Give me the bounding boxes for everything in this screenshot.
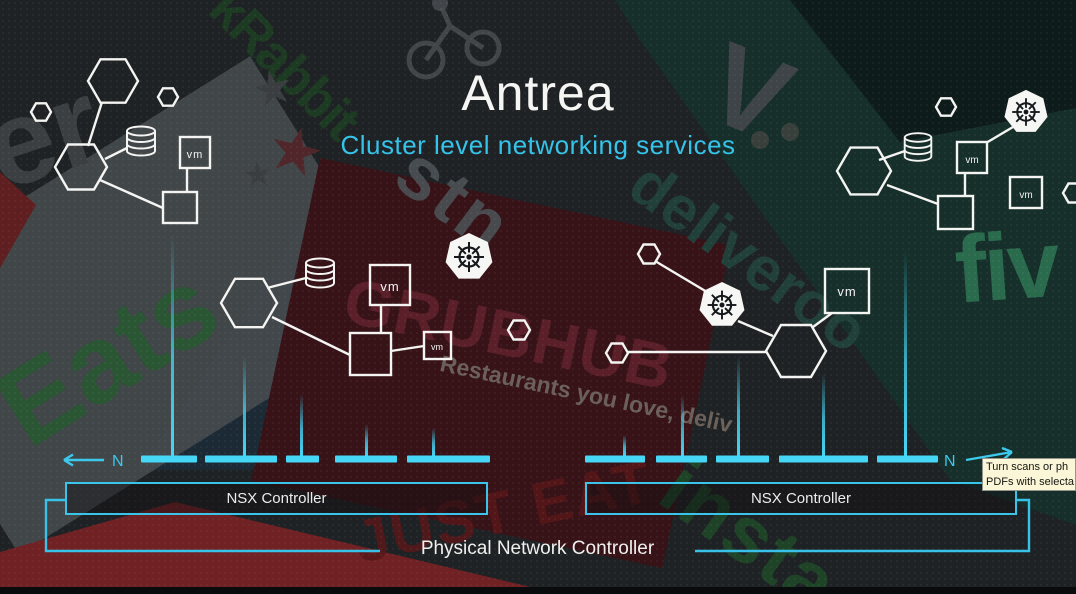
- kubernetes-icon: [444, 231, 494, 280]
- kubernetes-icon: [1003, 88, 1049, 133]
- n-label-right: N: [944, 453, 956, 470]
- hexagon-node: [764, 323, 828, 379]
- bottom-edge-bar: [0, 587, 1076, 594]
- hexagon-node-small: [636, 243, 662, 265]
- worker-node-box: [161, 190, 199, 225]
- tooltip-line-1: Turn scans or ph: [986, 461, 1069, 473]
- hexagon-node-small: [934, 97, 958, 117]
- n-label-left: N: [112, 453, 124, 470]
- nsx-controller-right-label: NSX Controller: [750, 490, 852, 507]
- database-icon: [903, 132, 933, 162]
- cluster-mid-left: [219, 263, 453, 377]
- vm-label: vm: [187, 149, 204, 161]
- cluster-left: [29, 58, 212, 225]
- hexagon-node: [86, 58, 140, 104]
- worker-node-box: [936, 194, 975, 231]
- page-subtitle: Cluster level networking services: [340, 130, 736, 160]
- tooltip-line-2: PDFs with selecta: [986, 475, 1075, 488]
- vm-box: [955, 140, 989, 175]
- controller-brackets: [44, 498, 1031, 553]
- vm-label: vm: [380, 279, 399, 294]
- uplink-lines: [171, 233, 907, 456]
- hexagon-node-small: [29, 102, 53, 122]
- tooltip: Turn scans or ph PDFs with selecta: [982, 458, 1076, 491]
- vm-box: [368, 263, 412, 307]
- hexagon-node-small: [156, 87, 180, 107]
- nsx-controller-left-box: NSX Controller: [65, 482, 488, 515]
- hexagon-node: [835, 146, 893, 196]
- hexagon-node-small: [604, 342, 630, 364]
- vm-box: [823, 267, 871, 315]
- vm-label: vm: [837, 284, 856, 299]
- database-icon: [305, 257, 335, 289]
- hexagon-node-small: [1061, 182, 1076, 204]
- nsx-controller-left-label: NSX Controller: [226, 490, 327, 507]
- physical-network-controller-label: Physical Network Controller: [420, 538, 655, 559]
- nsx-controller-right-box: NSX Controller: [585, 482, 1017, 515]
- switch-port-dashes: [141, 455, 938, 463]
- cyclist-icon: [406, 0, 502, 80]
- left-arrow-icon: [63, 453, 104, 467]
- worker-node-box: [348, 331, 393, 377]
- right-arrow-icon: [965, 446, 1013, 462]
- hexagon-node-small: [506, 319, 532, 341]
- kangaroo-eyes-icon: [751, 123, 799, 149]
- page-title: Antrea: [461, 65, 615, 121]
- vm-box: [1008, 175, 1044, 210]
- database-icon: [126, 125, 156, 157]
- cluster-mid-right: [506, 243, 871, 379]
- hexagon-node: [219, 277, 279, 329]
- vm-box: [178, 135, 212, 170]
- vm-label: vm: [431, 342, 443, 352]
- vm-box-small: [422, 330, 453, 361]
- hexagon-node: [53, 143, 109, 191]
- kubernetes-icon: [698, 280, 746, 327]
- cluster-right: [835, 97, 1076, 231]
- vm-label: vm: [965, 155, 978, 166]
- vm-label: vm: [1019, 190, 1032, 201]
